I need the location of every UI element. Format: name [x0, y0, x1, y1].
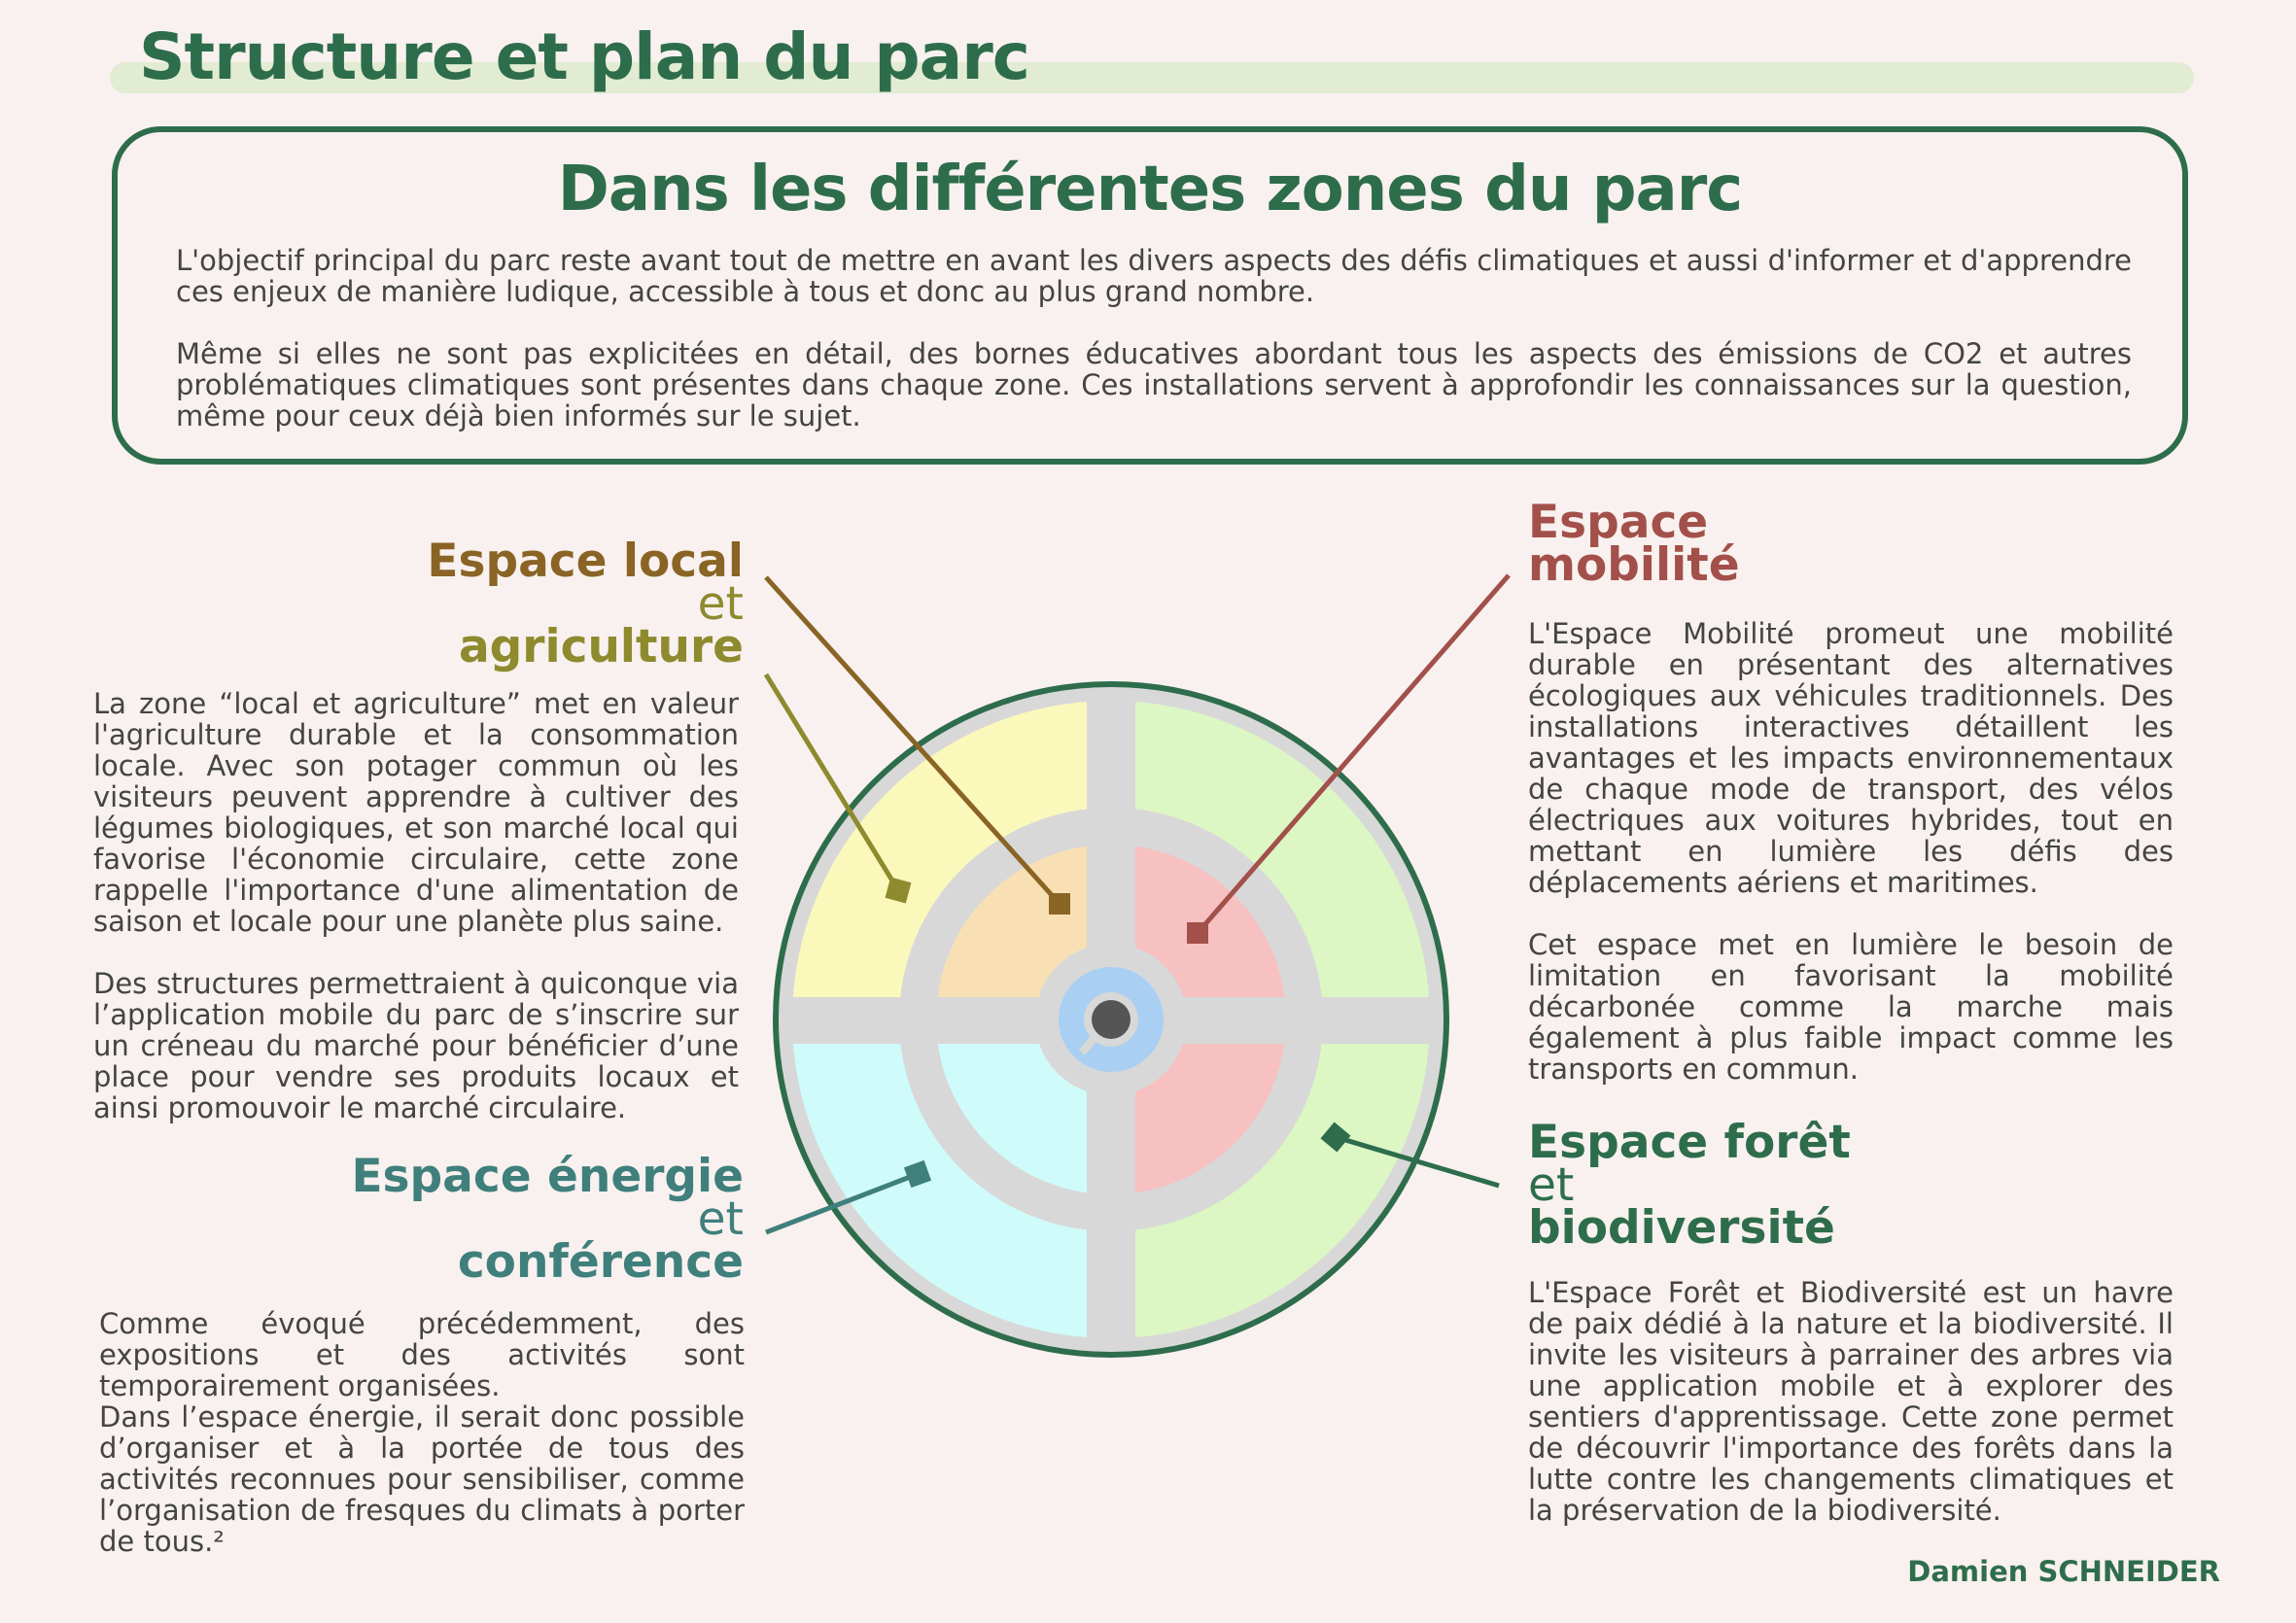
zone-local-title-line-2: et: [697, 577, 744, 631]
connector-mobility: [1187, 573, 1511, 944]
zone-energy-title-line-2: et: [697, 1192, 744, 1246]
zone-local-title: Espace local et agriculture: [427, 535, 744, 673]
zone-forest-title-line-3: biodiversité: [1528, 1201, 1835, 1255]
zone-forest-text: L'Espace Forêt et Biodiversité est un ha…: [1528, 1277, 2174, 1526]
intro-title: Dans les différentes zones du parc: [557, 154, 1743, 225]
zone-mobility-paragraph-2: Cet espace met en lumière le besoin de l…: [1528, 928, 2174, 1086]
zone-local-title-line-1: Espace local: [427, 535, 744, 588]
author-signature: Damien SCHNEIDER: [1907, 1555, 2220, 1588]
zone-local-paragraph-2: Des structures permettraient à quiconque…: [93, 967, 739, 1124]
header-band: [110, 62, 2194, 93]
intro-paragraph-2: Même si elles ne sont pas explicitées en…: [176, 337, 2132, 432]
zone-energy-title: Espace énergie et conférence: [351, 1150, 744, 1289]
location-pin-icon: [1059, 967, 1164, 1072]
zone-energy-paragraph-2: Dans l’espace énergie, il serait donc po…: [99, 1400, 745, 1558]
zone-energy-title-line-3: conférence: [457, 1235, 744, 1289]
zone-local-paragraph-1: La zone “local et agriculture” met en va…: [93, 687, 739, 938]
intro-paragraph-1: L'objectif principal du parc reste avant…: [176, 244, 2132, 308]
zone-mobility-paragraph-1: L'Espace Mobilité promeut une mobilité d…: [1528, 617, 2174, 899]
connector-forest: [1320, 1122, 1500, 1189]
connector-agriculture: [763, 673, 912, 904]
zone-energy-title-line-1: Espace énergie: [351, 1150, 744, 1203]
intro-box: Dans les différentes zones du parc L'obj…: [112, 126, 2188, 465]
zone-energy-paragraph-1: Comme évoqué précédemment, des expositio…: [99, 1307, 745, 1402]
page-title: Structure et plan du parc: [139, 19, 1030, 94]
zone-local-title-line-3: agriculture: [458, 620, 744, 673]
zone-local-text: La zone “local et agriculture” met en va…: [93, 688, 739, 1155]
zone-mobility-text: L'Espace Mobilité promeut une mobilité d…: [1528, 618, 2174, 1116]
zone-forest-title: Espace forêt et biodiversité: [1528, 1116, 1851, 1255]
connector-local: [764, 575, 1070, 915]
zone-mobility-title-line-1: Espace: [1528, 496, 1709, 549]
zone-forest-title-line-1: Espace forêt: [1528, 1116, 1851, 1169]
zone-forest-paragraph-1: L'Espace Forêt et Biodiversité est un ha…: [1528, 1276, 2174, 1527]
zone-mobility-title: Espace mobilité: [1528, 496, 1740, 592]
zone-forest-title-line-2: et: [1528, 1158, 1575, 1212]
connector-energy: [765, 1159, 932, 1235]
zone-energy-text: Comme évoqué précédemment, des expositio…: [99, 1308, 745, 1557]
zone-mobility-title-line-2: mobilité: [1528, 538, 1740, 592]
